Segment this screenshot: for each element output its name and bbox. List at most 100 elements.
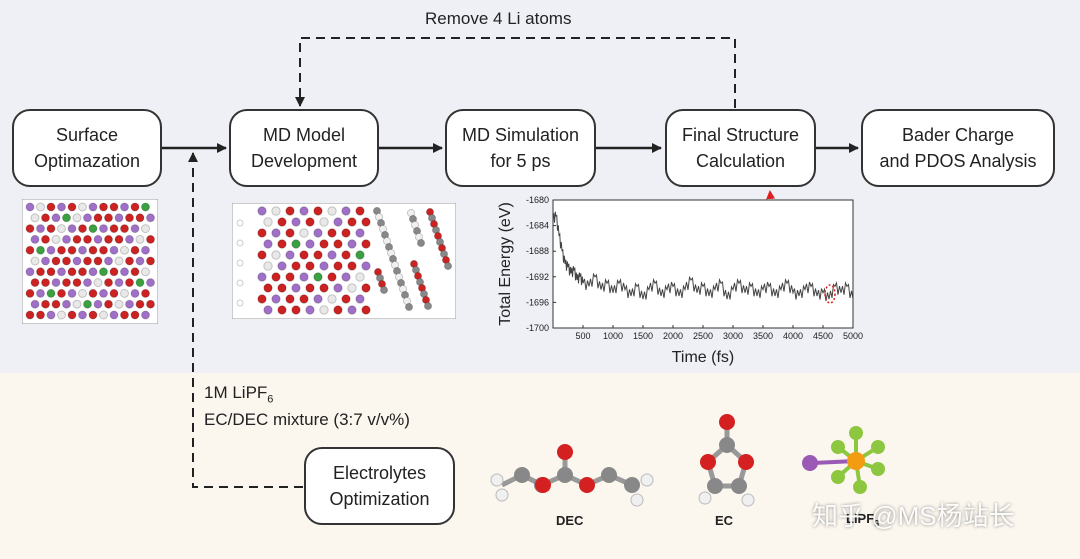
metal-atom — [120, 288, 129, 298]
carbon-atom — [423, 301, 433, 311]
lithium-atom — [83, 213, 92, 223]
lithium-atom — [355, 294, 365, 304]
dopant-atom — [99, 267, 108, 277]
x-tick-label: 3000 — [723, 331, 743, 341]
oxygen-atom — [99, 245, 108, 255]
metal-atom — [271, 250, 281, 260]
oxygen-atom — [57, 288, 66, 298]
oxygen-atom — [341, 228, 351, 238]
lithium-atom — [62, 299, 71, 309]
oxygen-atom — [285, 228, 295, 238]
carbon-atom — [404, 302, 414, 312]
oxygen-atom — [125, 256, 134, 266]
lipf6-molecule — [802, 426, 885, 494]
metal-atom — [355, 272, 365, 282]
oxygen-atom — [104, 213, 113, 223]
y-tick-label: -1692 — [526, 272, 549, 282]
y-tick-label: -1700 — [526, 323, 549, 333]
oxygen-atom — [62, 278, 71, 288]
final-structure-label: Final Structure Calculation — [681, 125, 800, 171]
lithium-atom — [120, 202, 129, 212]
lithium-atom — [30, 299, 40, 309]
oxygen-atom — [361, 217, 371, 227]
electrolyte-panel — [0, 373, 1080, 559]
oxygen-atom — [104, 299, 113, 309]
lithium-atom — [30, 234, 40, 244]
carbon-atom — [416, 238, 426, 248]
dopant-atom — [355, 250, 365, 260]
oxygen-atom — [347, 217, 357, 227]
y-tick-label: -1680 — [526, 195, 549, 205]
oxygen-atom — [120, 310, 129, 320]
lithium-atom — [257, 206, 267, 216]
chart-y-label: Total Energy (eV) — [497, 202, 514, 326]
remove-li-label: Remove 4 Li atoms — [425, 9, 572, 28]
vacuum-marker — [236, 239, 244, 247]
oxygen-atom — [83, 256, 92, 266]
lithium-atom — [114, 213, 124, 223]
oxygen-atom — [36, 310, 45, 320]
lithium-atom — [93, 299, 103, 309]
lithium-atom — [130, 288, 140, 298]
oxygen-atom — [99, 202, 108, 212]
metal-atom — [78, 202, 87, 212]
carbon-atom — [379, 285, 389, 295]
lithium-atom — [78, 310, 87, 320]
oxygen-atom — [88, 310, 98, 320]
lithium-atom — [109, 310, 119, 320]
oxygen-atom — [125, 278, 134, 288]
lithium-atom — [146, 213, 155, 223]
lipf6-label-main: LiPF — [846, 511, 875, 526]
oxygen-atom — [285, 294, 295, 304]
carbon-atom — [443, 261, 453, 271]
oxygen-atom — [46, 202, 56, 212]
lithium-atom — [291, 217, 301, 227]
surface-optimization-label: Surface Optimazation — [33, 125, 141, 171]
lithium-atom — [305, 239, 315, 249]
metal-atom — [271, 206, 281, 216]
ec-molecule — [698, 414, 755, 507]
oxygen-atom — [257, 250, 267, 260]
lithium-atom — [57, 202, 66, 212]
oxygen-atom — [291, 261, 301, 271]
metal-atom — [120, 245, 129, 255]
oxygen-atom — [109, 202, 119, 212]
vacuum-marker — [236, 279, 244, 287]
lithium-atom — [51, 278, 61, 288]
lithium-atom — [313, 294, 323, 304]
lithium-atom — [299, 272, 309, 282]
oxygen-atom — [78, 224, 87, 234]
oxygen-atom — [141, 288, 150, 298]
md-simulation-label: MD Simulation for 5 ps — [461, 125, 580, 171]
oxygen-atom — [333, 261, 343, 271]
oxygen-atom — [67, 267, 77, 277]
lithium-atom — [333, 283, 343, 293]
lithium-atom — [109, 245, 119, 255]
dopant-atom — [141, 202, 150, 212]
metal-atom — [57, 310, 66, 320]
oxygen-atom — [109, 224, 119, 234]
lithium-atom — [36, 288, 45, 298]
electrolyte-path — [188, 152, 303, 488]
oxygen-atom — [146, 256, 155, 266]
x-tick-label: 2500 — [693, 331, 713, 341]
oxygen-atom — [361, 283, 371, 293]
y-tick-label: -1696 — [526, 297, 549, 307]
oxygen-atom — [93, 256, 103, 266]
lithium-atom — [355, 228, 365, 238]
oxygen-atom — [291, 305, 301, 315]
lithium-atom — [99, 288, 108, 298]
oxygen-atom — [51, 299, 61, 309]
lithium-atom — [141, 310, 150, 320]
oxygen-atom — [327, 228, 337, 238]
oxygen-atom — [361, 239, 371, 249]
metal-atom — [135, 234, 145, 244]
lithium-atom — [72, 256, 82, 266]
dopant-atom — [313, 272, 323, 282]
lithium-atom — [125, 234, 134, 244]
oxygen-atom — [30, 278, 40, 288]
oxygen-atom — [257, 294, 267, 304]
metal-atom — [114, 299, 124, 309]
md-model-box: MD Model Development — [229, 109, 379, 187]
